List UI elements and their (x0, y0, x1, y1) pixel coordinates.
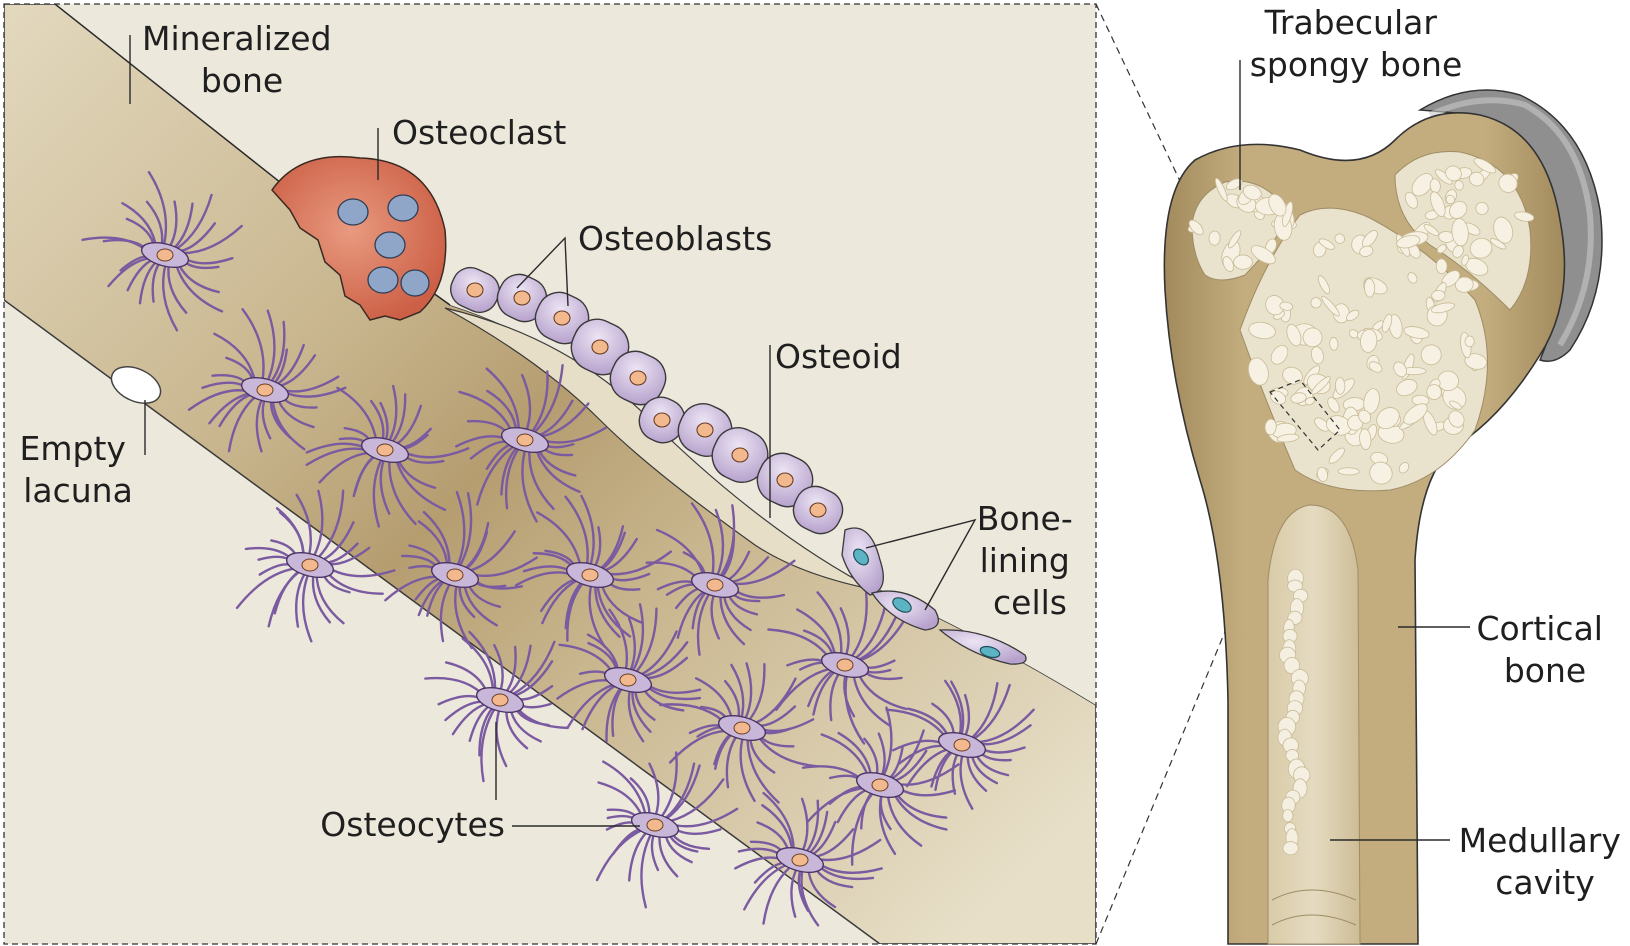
osteoclast (271, 155, 447, 321)
osteocyte (455, 364, 607, 523)
femur-illustration (1163, 89, 1603, 945)
leader-osteoblasts (516, 236, 569, 307)
label-empty-lacuna: Empty lacuna (20, 429, 137, 510)
label-osteoclast: Osteoclast (392, 113, 566, 152)
labels: Mineralized bone Osteoclast Osteoblasts … (20, 3, 1630, 902)
osteoclast-nucleus (337, 198, 369, 226)
medullary-pores (1277, 568, 1311, 856)
osteocyte (885, 679, 1035, 810)
osteocyte (734, 791, 883, 927)
label-osteoblasts: Osteoblasts (578, 219, 772, 258)
detail-panel (4, 4, 1096, 944)
osteoblast (570, 318, 630, 376)
osteocyte (595, 751, 739, 909)
lining-cell-nucleus (892, 597, 912, 613)
osteocyte (556, 603, 702, 743)
osteoblast (756, 452, 814, 508)
label-cortical-bone: Cortical bone (1477, 609, 1614, 690)
osteocyte (801, 706, 960, 866)
osteoclast-nucleus (374, 231, 406, 259)
osteocyte (659, 662, 819, 804)
osteoclast-nucleus (400, 269, 430, 297)
label-bone-lining-cells: Bone- lining cells (977, 499, 1083, 622)
label-osteocytes: Osteocytes (320, 805, 505, 844)
osteoid-layer (444, 307, 876, 591)
osteoclast-nucleus (367, 266, 399, 294)
leader-lines (129, 35, 1470, 841)
osteocyte (767, 591, 908, 745)
label-trabecular-spongy-bone: Trabecular spongy bone (1250, 3, 1463, 84)
osteocyte (187, 308, 347, 453)
osteocyte (81, 170, 243, 332)
osteocyte (305, 384, 470, 528)
bone-lining-cells (841, 527, 1027, 665)
osteoblast-group (450, 266, 844, 535)
osteoblast (711, 427, 769, 483)
osteoblast (792, 485, 844, 535)
zoom-region-box (1269, 379, 1341, 451)
osteocyte (384, 490, 538, 649)
osteocyte (514, 494, 672, 649)
label-medullary-cavity: Medullary cavity (1459, 821, 1630, 902)
osteocyte (645, 502, 796, 656)
leader-bone-lining (865, 518, 977, 611)
lining-cell-nucleus (853, 548, 869, 566)
label-osteoid: Osteoid (775, 337, 902, 376)
trabecular-pores (1187, 157, 1535, 485)
osteocyte-group (81, 170, 1035, 927)
osteocyte (424, 630, 569, 783)
lining-cell-nucleus (979, 645, 1001, 659)
osteoblast (609, 350, 667, 406)
osteocyte (235, 489, 396, 643)
detail-panel-border (3, 3, 1097, 945)
empty-lacuna (110, 366, 162, 404)
label-mineralized-bone: Mineralized bone (142, 19, 342, 100)
osteoblast (534, 291, 590, 345)
osteoblast (450, 266, 500, 314)
osteoclast-nucleus (387, 194, 419, 222)
